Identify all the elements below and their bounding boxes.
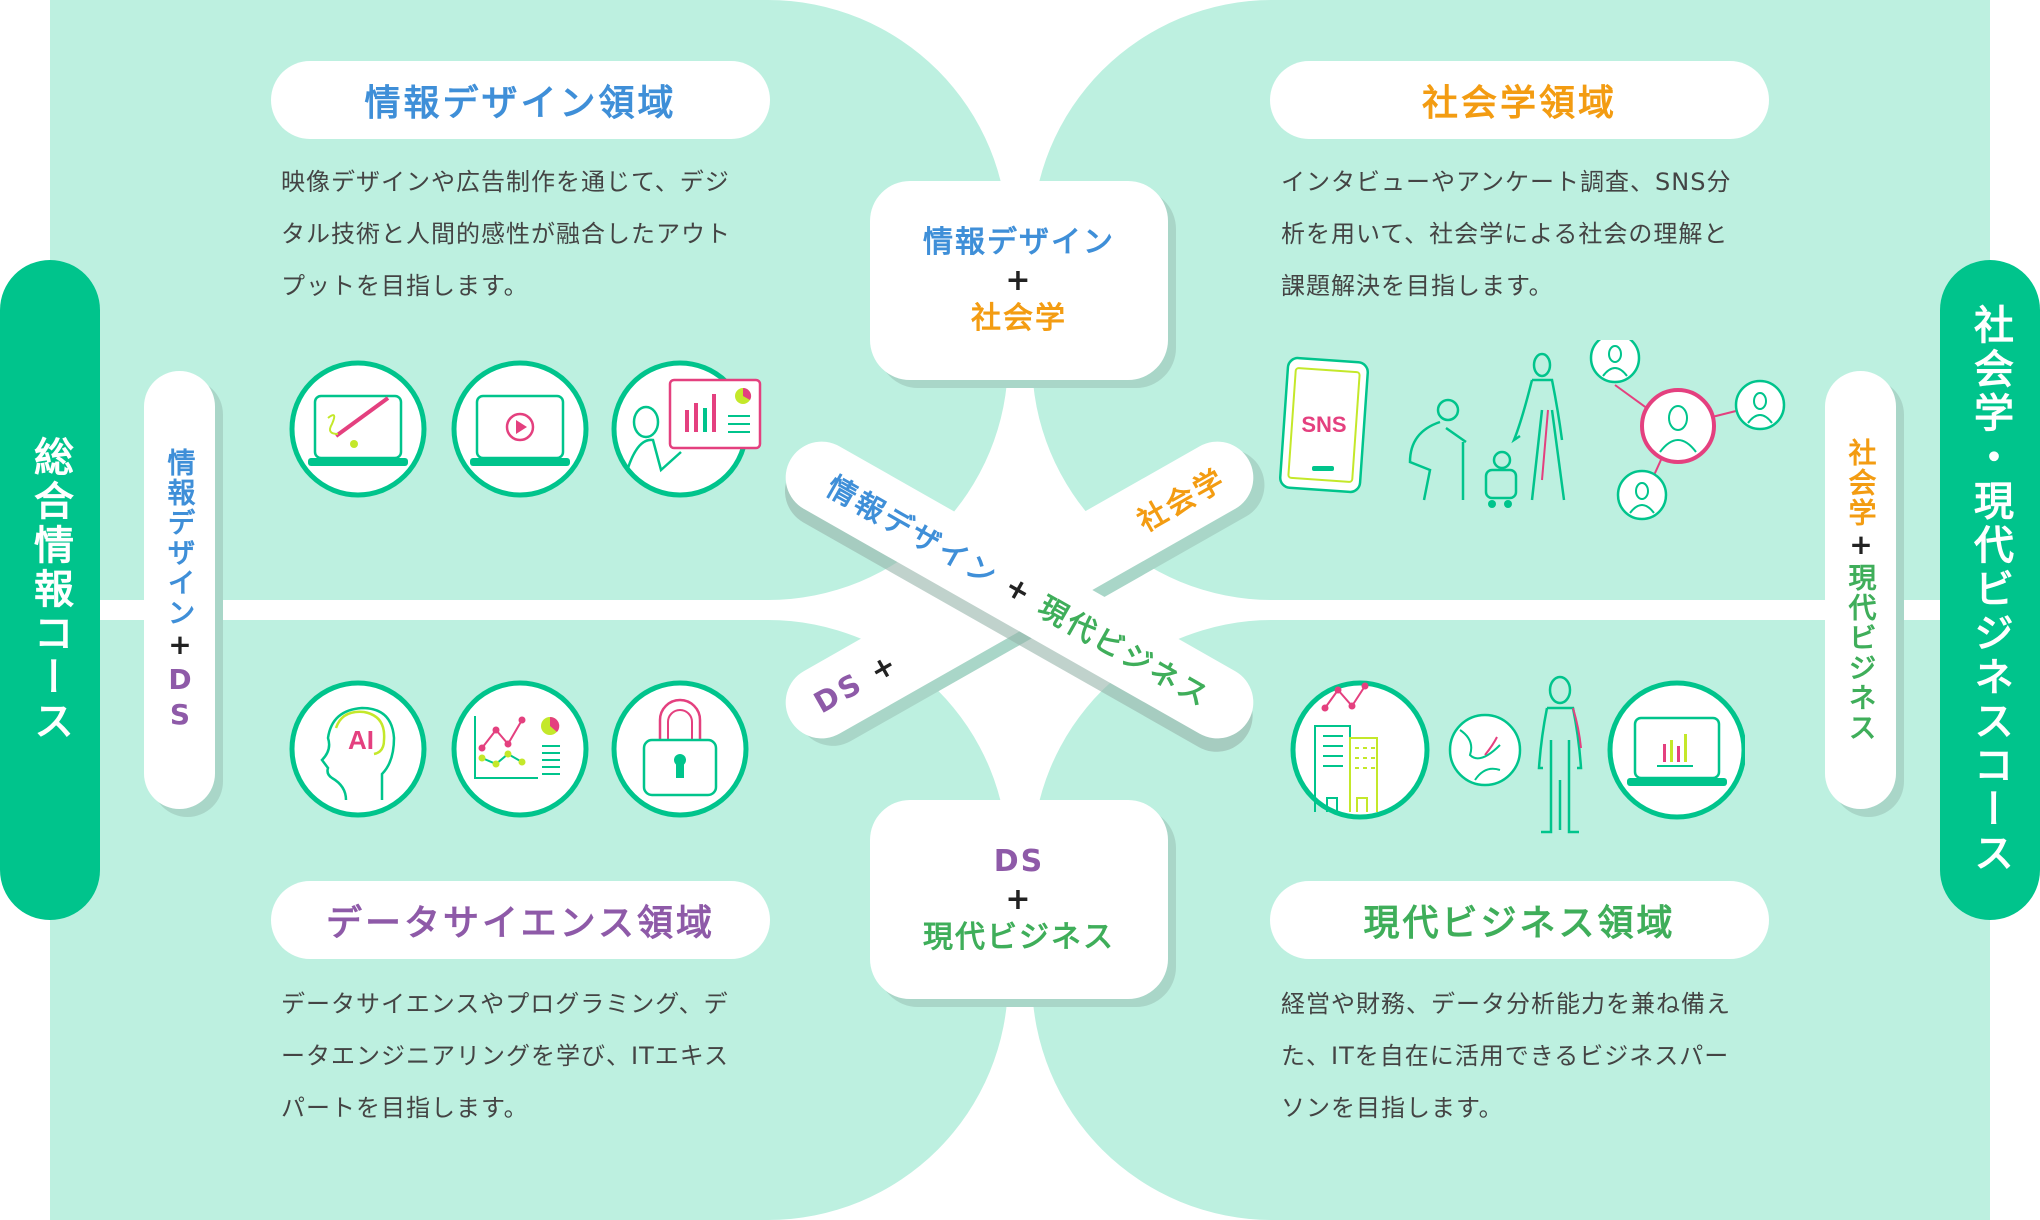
bar-text: DS	[808, 665, 870, 721]
laptop-video-icon	[451, 360, 589, 498]
desc-line: 経営や財務、データ分析能力を兼ね備え	[1281, 990, 1731, 1018]
combo-text: DS	[993, 843, 1045, 879]
padlock-icon	[611, 680, 749, 818]
desc-business: 経営や財務、データ分析能力を兼ね備え た、ITを自在に活用できるビジネスパー ソ…	[1281, 978, 1781, 1134]
plus: +	[1844, 527, 1878, 563]
sns-label: SNS	[1301, 412, 1346, 437]
desc-line: 課題解決を目指します。	[1281, 272, 1554, 300]
plus: +	[863, 645, 905, 689]
desc-data-science: データサイエンスやプログラミング、デ ータエンジニアリングを学び、ITエキス パ…	[281, 978, 781, 1134]
ai-label: AI	[348, 725, 374, 755]
desc-line: た、ITを自在に活用できるビジネスパー	[1281, 1042, 1730, 1070]
desc-line: ータエンジニアリングを学び、ITエキス	[281, 1042, 730, 1070]
plus: +	[999, 568, 1040, 612]
course-band-sociology-business: 社会学・現代ビジネスコース	[1940, 260, 2040, 920]
desc-line: 映像デザインや広告制作を通じて、デジ	[281, 168, 730, 196]
desc-line: タル技術と人間的感性が融合したアウト	[281, 220, 731, 248]
combo-box-ds-business: DS + 現代ビジネス	[870, 800, 1168, 999]
desc-line: パートを目指します。	[281, 1094, 529, 1122]
title-data-science: データサイエンス領域	[271, 881, 770, 959]
desc-info-design: 映像デザインや広告制作を通じて、デジ タル技術と人間的感性が融合したアウト プッ…	[281, 156, 781, 312]
combo-text: 情報デザイン	[923, 224, 1115, 260]
desc-line: データサイエンスやプログラミング、デ	[281, 990, 729, 1018]
course-band-general-info: 総合情報コース	[0, 260, 100, 920]
laptop-paint-icon	[289, 360, 427, 498]
building-growth-icon	[1290, 680, 1430, 820]
globe-person-icon	[1448, 675, 1583, 834]
sociology-illustrations: SNS	[1278, 340, 1786, 521]
smartphone-sns-icon: SNS	[1278, 356, 1370, 494]
presenter-chart-icon	[611, 360, 762, 498]
desc-line: プットを目指します。	[281, 272, 529, 300]
plus: +	[1005, 262, 1033, 298]
ai-head-icon: AI	[289, 680, 427, 818]
course-label: 社会学・現代ビジネスコース	[1967, 304, 2013, 876]
pill-text: 社会学	[1844, 437, 1878, 528]
title-business: 現代ビジネス領域	[1270, 881, 1769, 959]
pill-text: DS	[163, 662, 197, 733]
plus: +	[1005, 881, 1033, 917]
business-illustrations	[1290, 675, 1745, 834]
people-generations-icon	[1408, 352, 1566, 508]
pill-text: 現代ビジネス	[1844, 562, 1878, 743]
data-chart-icon	[451, 680, 589, 818]
title-info-design: 情報デザイン領域	[271, 61, 770, 139]
network-people-icon	[1589, 340, 1786, 521]
title-sociology: 社会学領域	[1270, 61, 1769, 139]
desc-sociology: インタビューやアンケート調査、SNS分 析を用いて、社会学による社会の理解と 課…	[1281, 156, 1781, 312]
plus: +	[163, 627, 197, 663]
side-pill-sociology-business: 社会学+現代ビジネス	[1825, 371, 1896, 809]
laptop-chart-icon	[1607, 680, 1745, 820]
desc-line: インタビューやアンケート調査、SNS分	[1281, 168, 1732, 196]
course-label: 総合情報コース	[27, 436, 73, 744]
desc-line: ソンを目指します。	[1281, 1094, 1504, 1122]
combo-box-info-design-sociology: 情報デザイン + 社会学	[870, 181, 1168, 380]
combo-text: 社会学	[971, 300, 1067, 336]
desc-line: 析を用いて、社会学による社会の理解と	[1281, 220, 1729, 248]
combo-text: 現代ビジネス	[923, 919, 1115, 955]
side-pill-info-design-ds: 情報デザイン+DS	[144, 371, 215, 809]
pill-text: 情報デザイン	[163, 447, 197, 628]
